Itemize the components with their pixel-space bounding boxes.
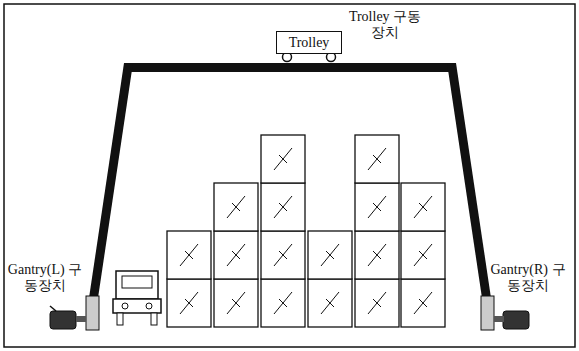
- container: [167, 231, 211, 279]
- container-mark: [274, 244, 292, 266]
- container-mark: [419, 251, 427, 259]
- gantry-beam: [124, 63, 456, 72]
- container: [261, 135, 305, 183]
- container: [308, 231, 352, 279]
- container-mark: [185, 251, 193, 259]
- container-mark: [321, 244, 339, 266]
- container: [355, 231, 399, 279]
- container-mark: [232, 203, 240, 211]
- container-mark: [279, 203, 287, 211]
- container: [261, 231, 305, 279]
- container-mark: [279, 299, 287, 307]
- container: [214, 183, 258, 231]
- drive-label: Gantry(L) 구동장치: [6, 262, 84, 294]
- container-mark: [279, 251, 287, 259]
- container-mark: [414, 196, 432, 218]
- gantry-leg-right: [447, 63, 491, 298]
- container-mark: [414, 244, 432, 266]
- container-mark: [232, 251, 240, 259]
- container-mark: [368, 292, 386, 314]
- container-mark: [227, 244, 245, 266]
- gantry-leg-left: [89, 63, 133, 298]
- container-mark: [180, 292, 198, 314]
- container-mark: [185, 299, 193, 307]
- drive-label: Gantry(R) 구동장치: [488, 262, 568, 294]
- container-mark: [227, 292, 245, 314]
- container-mark: [368, 148, 386, 170]
- container: [261, 279, 305, 327]
- container: [355, 279, 399, 327]
- container-mark: [414, 292, 432, 314]
- truck: [113, 271, 161, 325]
- container-mark: [274, 148, 292, 170]
- container: [214, 231, 258, 279]
- container-mark: [373, 155, 381, 163]
- drive-label: Trolley 구동장치: [345, 9, 425, 41]
- motor-shaft: [494, 316, 504, 322]
- container-mark: [274, 196, 292, 218]
- gantry-motor: [50, 311, 76, 329]
- leg-foot: [481, 296, 494, 330]
- container: [167, 279, 211, 327]
- container: [401, 279, 445, 327]
- container-mark: [373, 299, 381, 307]
- container: [214, 279, 258, 327]
- container: [401, 183, 445, 231]
- container: [355, 135, 399, 183]
- gantry-motor: [503, 311, 529, 329]
- leg-foot: [86, 296, 99, 330]
- trolley-box: Trolley: [276, 31, 342, 54]
- motor-pointer: [50, 306, 56, 311]
- motor-shaft: [76, 316, 86, 322]
- container-mark: [419, 299, 427, 307]
- container-mark: [232, 299, 240, 307]
- container-mark: [321, 292, 339, 314]
- container: [261, 183, 305, 231]
- container-mark: [326, 299, 334, 307]
- container-mark: [373, 251, 381, 259]
- container-mark: [227, 196, 245, 218]
- container: [355, 183, 399, 231]
- container-mark: [368, 244, 386, 266]
- frame: [4, 4, 575, 347]
- container: [401, 231, 445, 279]
- container-mark: [373, 203, 381, 211]
- container-mark: [274, 292, 292, 314]
- container-stacks: [167, 135, 445, 327]
- container-mark: [368, 196, 386, 218]
- container: [308, 279, 352, 327]
- node-text: Trolley: [289, 35, 330, 51]
- container-mark: [419, 203, 427, 211]
- container-mark: [326, 251, 334, 259]
- container-mark: [180, 244, 198, 266]
- container-mark: [279, 155, 287, 163]
